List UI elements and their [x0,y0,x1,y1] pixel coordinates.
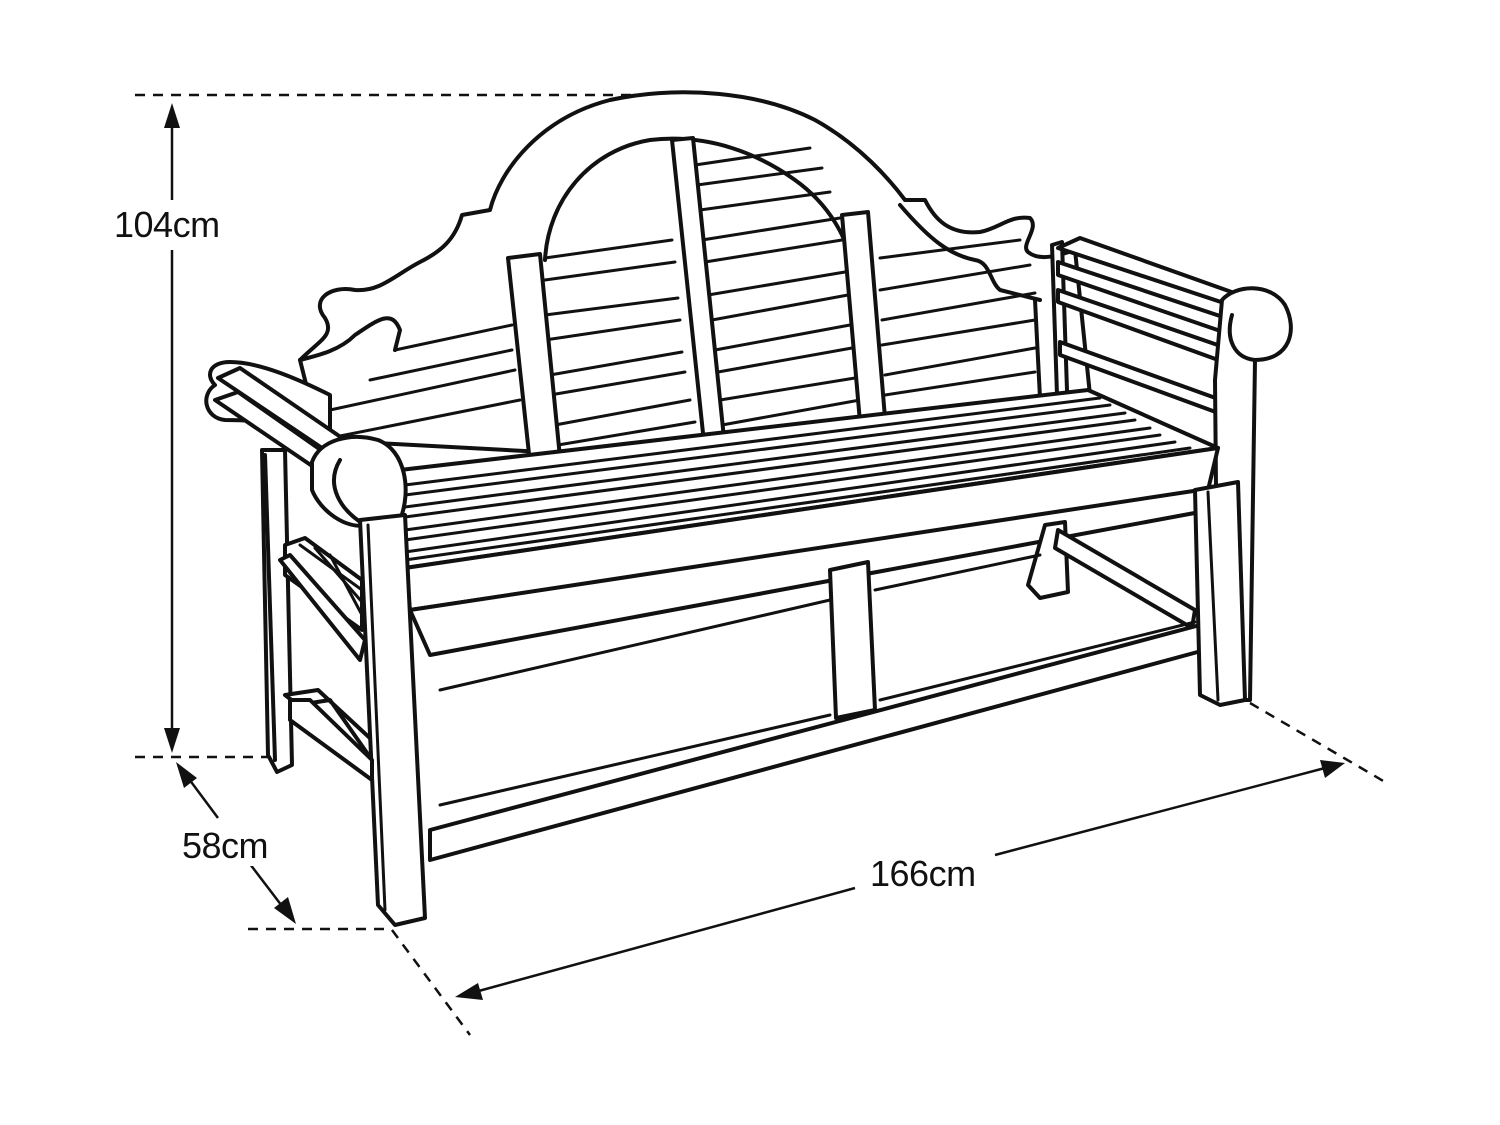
dimension-guides [135,93,1386,1036]
width-dimension-label: 166cm [866,854,980,894]
depth-dimension-label: 58cm [178,826,273,866]
seat [398,388,1220,657]
height-dimension-label: 104cm [110,205,224,245]
underframe [428,480,1247,862]
front-left-leg [288,513,427,927]
left-armrest [204,360,408,762]
